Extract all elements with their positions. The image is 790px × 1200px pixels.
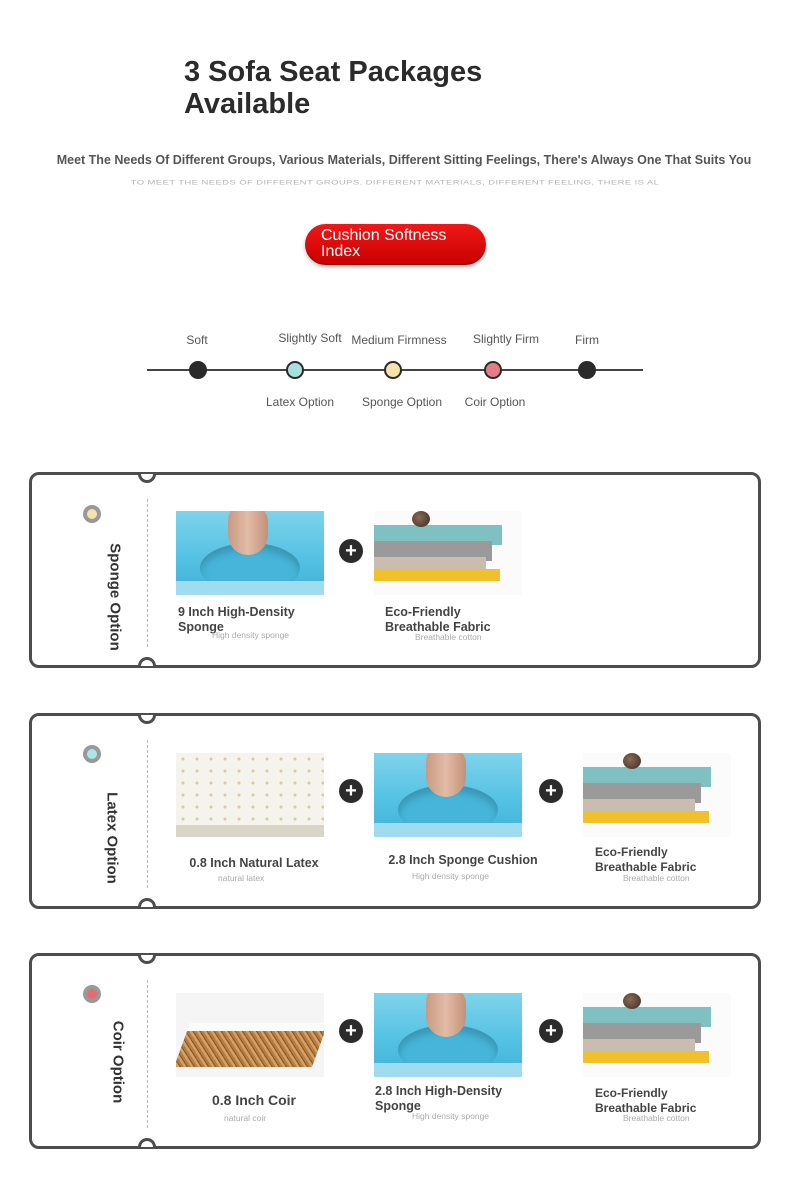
scale-dot-soft: [189, 361, 207, 379]
scale-label-medium-firmness: Medium Firmness: [351, 333, 447, 347]
option-name: Coir Option: [109, 1020, 127, 1104]
sponge-image: [176, 511, 324, 595]
option-name: Latex Option: [103, 792, 121, 884]
item-subcaption: natural latex: [218, 873, 265, 883]
ticket-notch: [138, 898, 156, 907]
scale-dot-firm: [578, 361, 596, 379]
latex-image: [176, 753, 324, 837]
package-card-coir: Coir Option 0.8 Inch Coir natural coir +…: [29, 953, 761, 1149]
ticket-notch: [138, 955, 156, 964]
item-caption: 0.8 Inch Coir: [211, 1092, 297, 1108]
item-subcaption: Breathable cotton: [623, 1113, 690, 1123]
plus-icon: +: [339, 779, 363, 803]
scale-option-coir: Coir Option: [464, 395, 526, 409]
package-card-sponge: Sponge Option 9 Inch High-Density Sponge…: [29, 472, 761, 668]
option-color-dot: [83, 985, 101, 1003]
option-color-dot: [83, 505, 101, 523]
scale-dot-slightly-soft: [286, 361, 304, 379]
item-caption: 2.8 Inch High-Density Sponge: [375, 1084, 503, 1113]
fabric-image: [583, 993, 731, 1077]
scale-label-slightly-firm: Slightly Firm: [472, 332, 540, 346]
option-color-dot: [83, 745, 101, 763]
sponge-image: [374, 753, 522, 837]
dashed-divider: [147, 740, 148, 888]
scale-dot-slightly-firm: [484, 361, 502, 379]
item-caption: Eco-Friendly Breathable Fabric: [595, 845, 697, 874]
cushion-softness-index-badge: Cushion Softness Index: [305, 224, 486, 265]
page-subtitle: Meet The Needs Of Different Groups, Vari…: [56, 153, 752, 167]
plus-icon: +: [539, 779, 563, 803]
item-caption: 9 Inch High-Density Sponge: [178, 605, 295, 634]
coir-image: [176, 993, 324, 1077]
fabric-image: [583, 753, 731, 837]
dashed-divider: [147, 499, 148, 647]
item-caption: Eco-Friendly Breathable Fabric: [595, 1086, 697, 1115]
plus-icon: +: [339, 1019, 363, 1043]
item-caption: 0.8 Inch Natural Latex: [189, 856, 319, 870]
scale-dot-medium-firmness: [384, 361, 402, 379]
scale-option-latex: Latex Option: [265, 395, 335, 409]
item-subcaption: natural coir: [224, 1113, 267, 1123]
item-subcaption: Breathable cotton: [623, 873, 690, 883]
option-name: Sponge Option: [106, 543, 124, 651]
ticket-notch: [138, 1138, 156, 1147]
item-subcaption: High density sponge: [412, 871, 490, 881]
page-title: 3 Sofa Seat Packages Available: [184, 56, 483, 120]
sponge-image: [374, 993, 522, 1077]
item-subcaption: High density sponge: [212, 630, 290, 640]
item-subcaption: High density sponge: [412, 1111, 490, 1121]
ticket-notch: [138, 474, 156, 483]
scale-label-slightly-soft: Slightly Soft: [278, 331, 342, 345]
ticket-notch: [138, 657, 156, 666]
scale-label-soft: Soft: [186, 333, 208, 347]
scale-label-firm: Firm: [575, 333, 599, 347]
dashed-divider: [147, 980, 148, 1128]
ghost-subtitle: TO MEET THE NEEDS OF DIFFERENT GROUPS, D…: [130, 178, 660, 187]
item-caption: Eco-Friendly Breathable Fabric: [385, 605, 491, 634]
fabric-image: [374, 511, 522, 595]
item-subcaption: Breathable cotton: [415, 632, 482, 642]
package-card-latex: Latex Option 0.8 Inch Natural Latex natu…: [29, 713, 761, 909]
item-caption: 2.8 Inch Sponge Cushion: [388, 853, 538, 867]
plus-icon: +: [339, 539, 363, 563]
plus-icon: +: [539, 1019, 563, 1043]
scale-option-sponge: Sponge Option: [361, 395, 443, 409]
ticket-notch: [138, 715, 156, 724]
